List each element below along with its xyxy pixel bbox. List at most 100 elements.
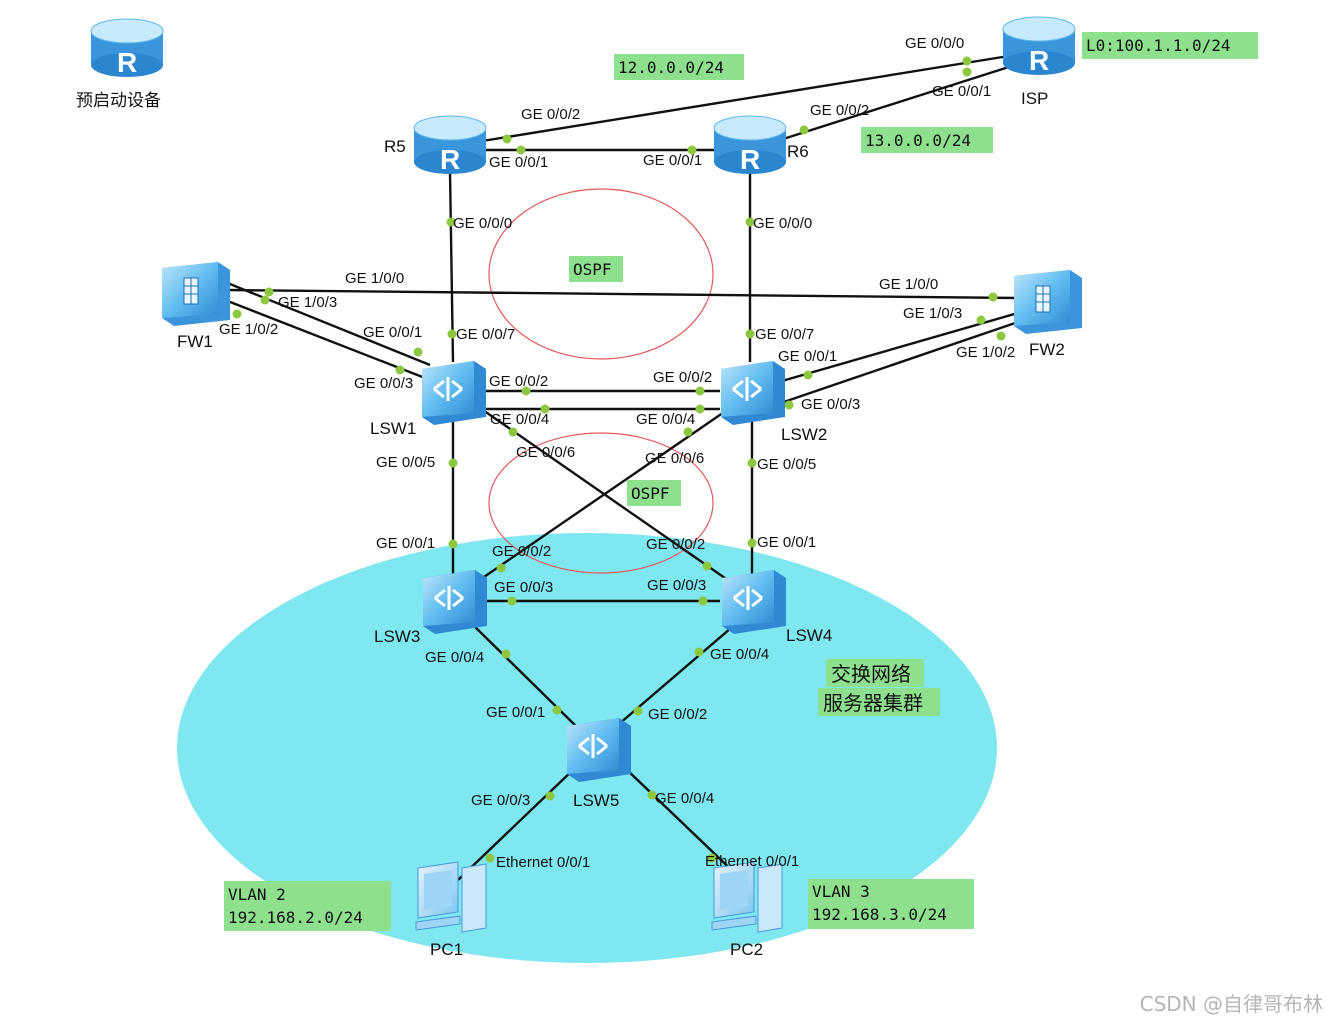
- port-label: GE 0/0/3: [647, 577, 706, 594]
- port-label: GE 0/0/2: [648, 706, 707, 723]
- port-label: GE 1/0/0: [345, 270, 404, 287]
- port-label: GE 0/0/3: [801, 396, 860, 413]
- port-label: Ethernet 0/0/1: [705, 853, 799, 870]
- port-label: GE 0/0/7: [755, 326, 814, 343]
- ospf-area-lower: [488, 432, 714, 574]
- port-label: GE 0/0/3: [471, 792, 530, 809]
- port-label: GE 0/0/1: [932, 83, 991, 100]
- link-lsw1-lsw4: [479, 407, 736, 586]
- port-label: GE 0/0/2: [492, 543, 551, 560]
- ospf-lower-label: OSPF: [631, 484, 670, 503]
- port-label: GE 0/0/5: [757, 456, 816, 473]
- port-label: GE 1/0/3: [278, 294, 337, 311]
- fw1-label: FW1: [177, 332, 213, 351]
- isp-loopback-label: L0:100.1.1.0/24: [1086, 36, 1231, 55]
- port-label: GE 0/0/1: [489, 154, 548, 171]
- vlan3-name: VLAN 3: [812, 882, 870, 901]
- link-lsw5-pc1: [457, 767, 576, 881]
- port-label: GE 0/0/2: [646, 536, 705, 553]
- port-label: GE 1/0/2: [219, 321, 278, 338]
- vlan2-subnet: 192.168.2.0/24: [228, 908, 363, 927]
- port-label: GE 0/0/1: [376, 535, 435, 552]
- link-fw2-lsw2-a: [774, 311, 1019, 385]
- port-label: GE 0/0/4: [490, 411, 549, 428]
- link-fw1-lsw1-b: [224, 298, 426, 380]
- pc1-icon: [415, 861, 487, 933]
- port-label: GE 0/0/1: [778, 348, 837, 365]
- lsw2-label: LSW2: [781, 425, 827, 444]
- port-label: GE 0/0/2: [521, 106, 580, 123]
- ospf-area-upper: [488, 188, 714, 360]
- net13-label: 13.0.0.0/24: [865, 131, 971, 150]
- router-r6-icon: R: [713, 115, 787, 175]
- link-fw2-lsw2-b: [774, 320, 1019, 407]
- link-lsw2-lsw3: [464, 407, 731, 591]
- link-lsw3-lsw5: [469, 621, 581, 731]
- vlan2-name: VLAN 2: [228, 885, 286, 904]
- switch-lsw2-icon: [721, 361, 785, 425]
- r6-label: R6: [787, 142, 809, 161]
- port-dots: [232, 56, 1006, 863]
- port-label: GE 1/0/2: [956, 344, 1015, 361]
- r5-label: R5: [384, 137, 406, 156]
- port-label: GE 0/0/3: [494, 579, 553, 596]
- legend-router-icon: R: [90, 18, 164, 78]
- link-fw1-lsw1-a: [224, 280, 431, 367]
- svg-text:R: R: [740, 144, 760, 175]
- port-label: GE 0/0/4: [655, 790, 714, 807]
- switch-lsw1-icon: [422, 361, 486, 425]
- firewall-fw2-icon: [1014, 270, 1082, 334]
- port-label: GE 0/0/1: [363, 324, 422, 341]
- switch-lsw5-icon: [567, 718, 631, 782]
- port-label: GE 0/0/5: [376, 454, 435, 471]
- link-fw1-fw2: [224, 288, 1019, 300]
- legend-device-label: 预启动设备: [76, 91, 161, 111]
- port-labels: GE 0/0/0 GE 0/0/1 GE 0/0/2 GE 0/0/2 GE 0…: [219, 35, 1015, 871]
- firewall-fw1-icon: [162, 262, 230, 326]
- links: [224, 53, 1019, 881]
- port-label: GE 0/0/0: [753, 215, 812, 232]
- lsw1-label: LSW1: [370, 419, 416, 438]
- link-lsw5-pc2: [624, 767, 743, 881]
- svg-text:R: R: [117, 47, 137, 78]
- port-label: GE 0/0/1: [757, 534, 816, 551]
- port-label: GE 1/0/0: [879, 276, 938, 293]
- port-label: GE 0/0/2: [653, 369, 712, 386]
- link-lsw4-lsw5: [611, 621, 739, 731]
- lsw5-label: LSW5: [573, 791, 619, 810]
- lsw4-label: LSW4: [786, 626, 832, 645]
- isp-label: ISP: [1021, 89, 1048, 108]
- port-label: GE 0/0/6: [645, 450, 704, 467]
- link-r5-isp: [469, 53, 1016, 145]
- port-label: GE 0/0/2: [489, 373, 548, 390]
- lsw3-label: LSW3: [374, 627, 420, 646]
- vlan3-subnet: 192.168.3.0/24: [812, 905, 947, 924]
- port-label: GE 0/0/4: [425, 649, 484, 666]
- port-label: Ethernet 0/0/1: [496, 854, 590, 871]
- watermark-text: CSDN @自律哥布林: [1139, 992, 1323, 1016]
- port-label: GE 0/0/6: [516, 444, 575, 461]
- port-label: GE 0/0/1: [643, 152, 702, 169]
- router-isp-icon: R: [1002, 16, 1076, 76]
- svg-text:R: R: [440, 144, 460, 175]
- net12-label: 12.0.0.0/24: [618, 58, 724, 77]
- port-label: GE 0/0/4: [636, 411, 695, 428]
- pc1-label: PC1: [430, 940, 463, 959]
- cluster-label-line2: 服务器集群: [823, 691, 923, 715]
- port-label: GE 1/0/3: [903, 305, 962, 322]
- switch-lsw3-icon: [423, 570, 487, 634]
- port-label: GE 0/0/7: [456, 326, 515, 343]
- svg-text:R: R: [1029, 45, 1049, 76]
- pc2-label: PC2: [730, 940, 763, 959]
- port-label: GE 0/0/1: [486, 704, 545, 721]
- port-label: GE 0/0/2: [810, 102, 869, 119]
- link-r6-isp: [779, 63, 1016, 142]
- network-label-boxes: 12.0.0.0/24 13.0.0.0/24 L0:100.1.1.0/24 …: [224, 32, 1258, 931]
- fw2-label: FW2: [1029, 340, 1065, 359]
- port-label: GE 0/0/0: [453, 215, 512, 232]
- ospf-upper-label: OSPF: [573, 260, 612, 279]
- switch-lsw4-icon: [722, 570, 786, 634]
- port-label: GE 0/0/3: [354, 375, 413, 392]
- router-r5-icon: R: [413, 115, 487, 175]
